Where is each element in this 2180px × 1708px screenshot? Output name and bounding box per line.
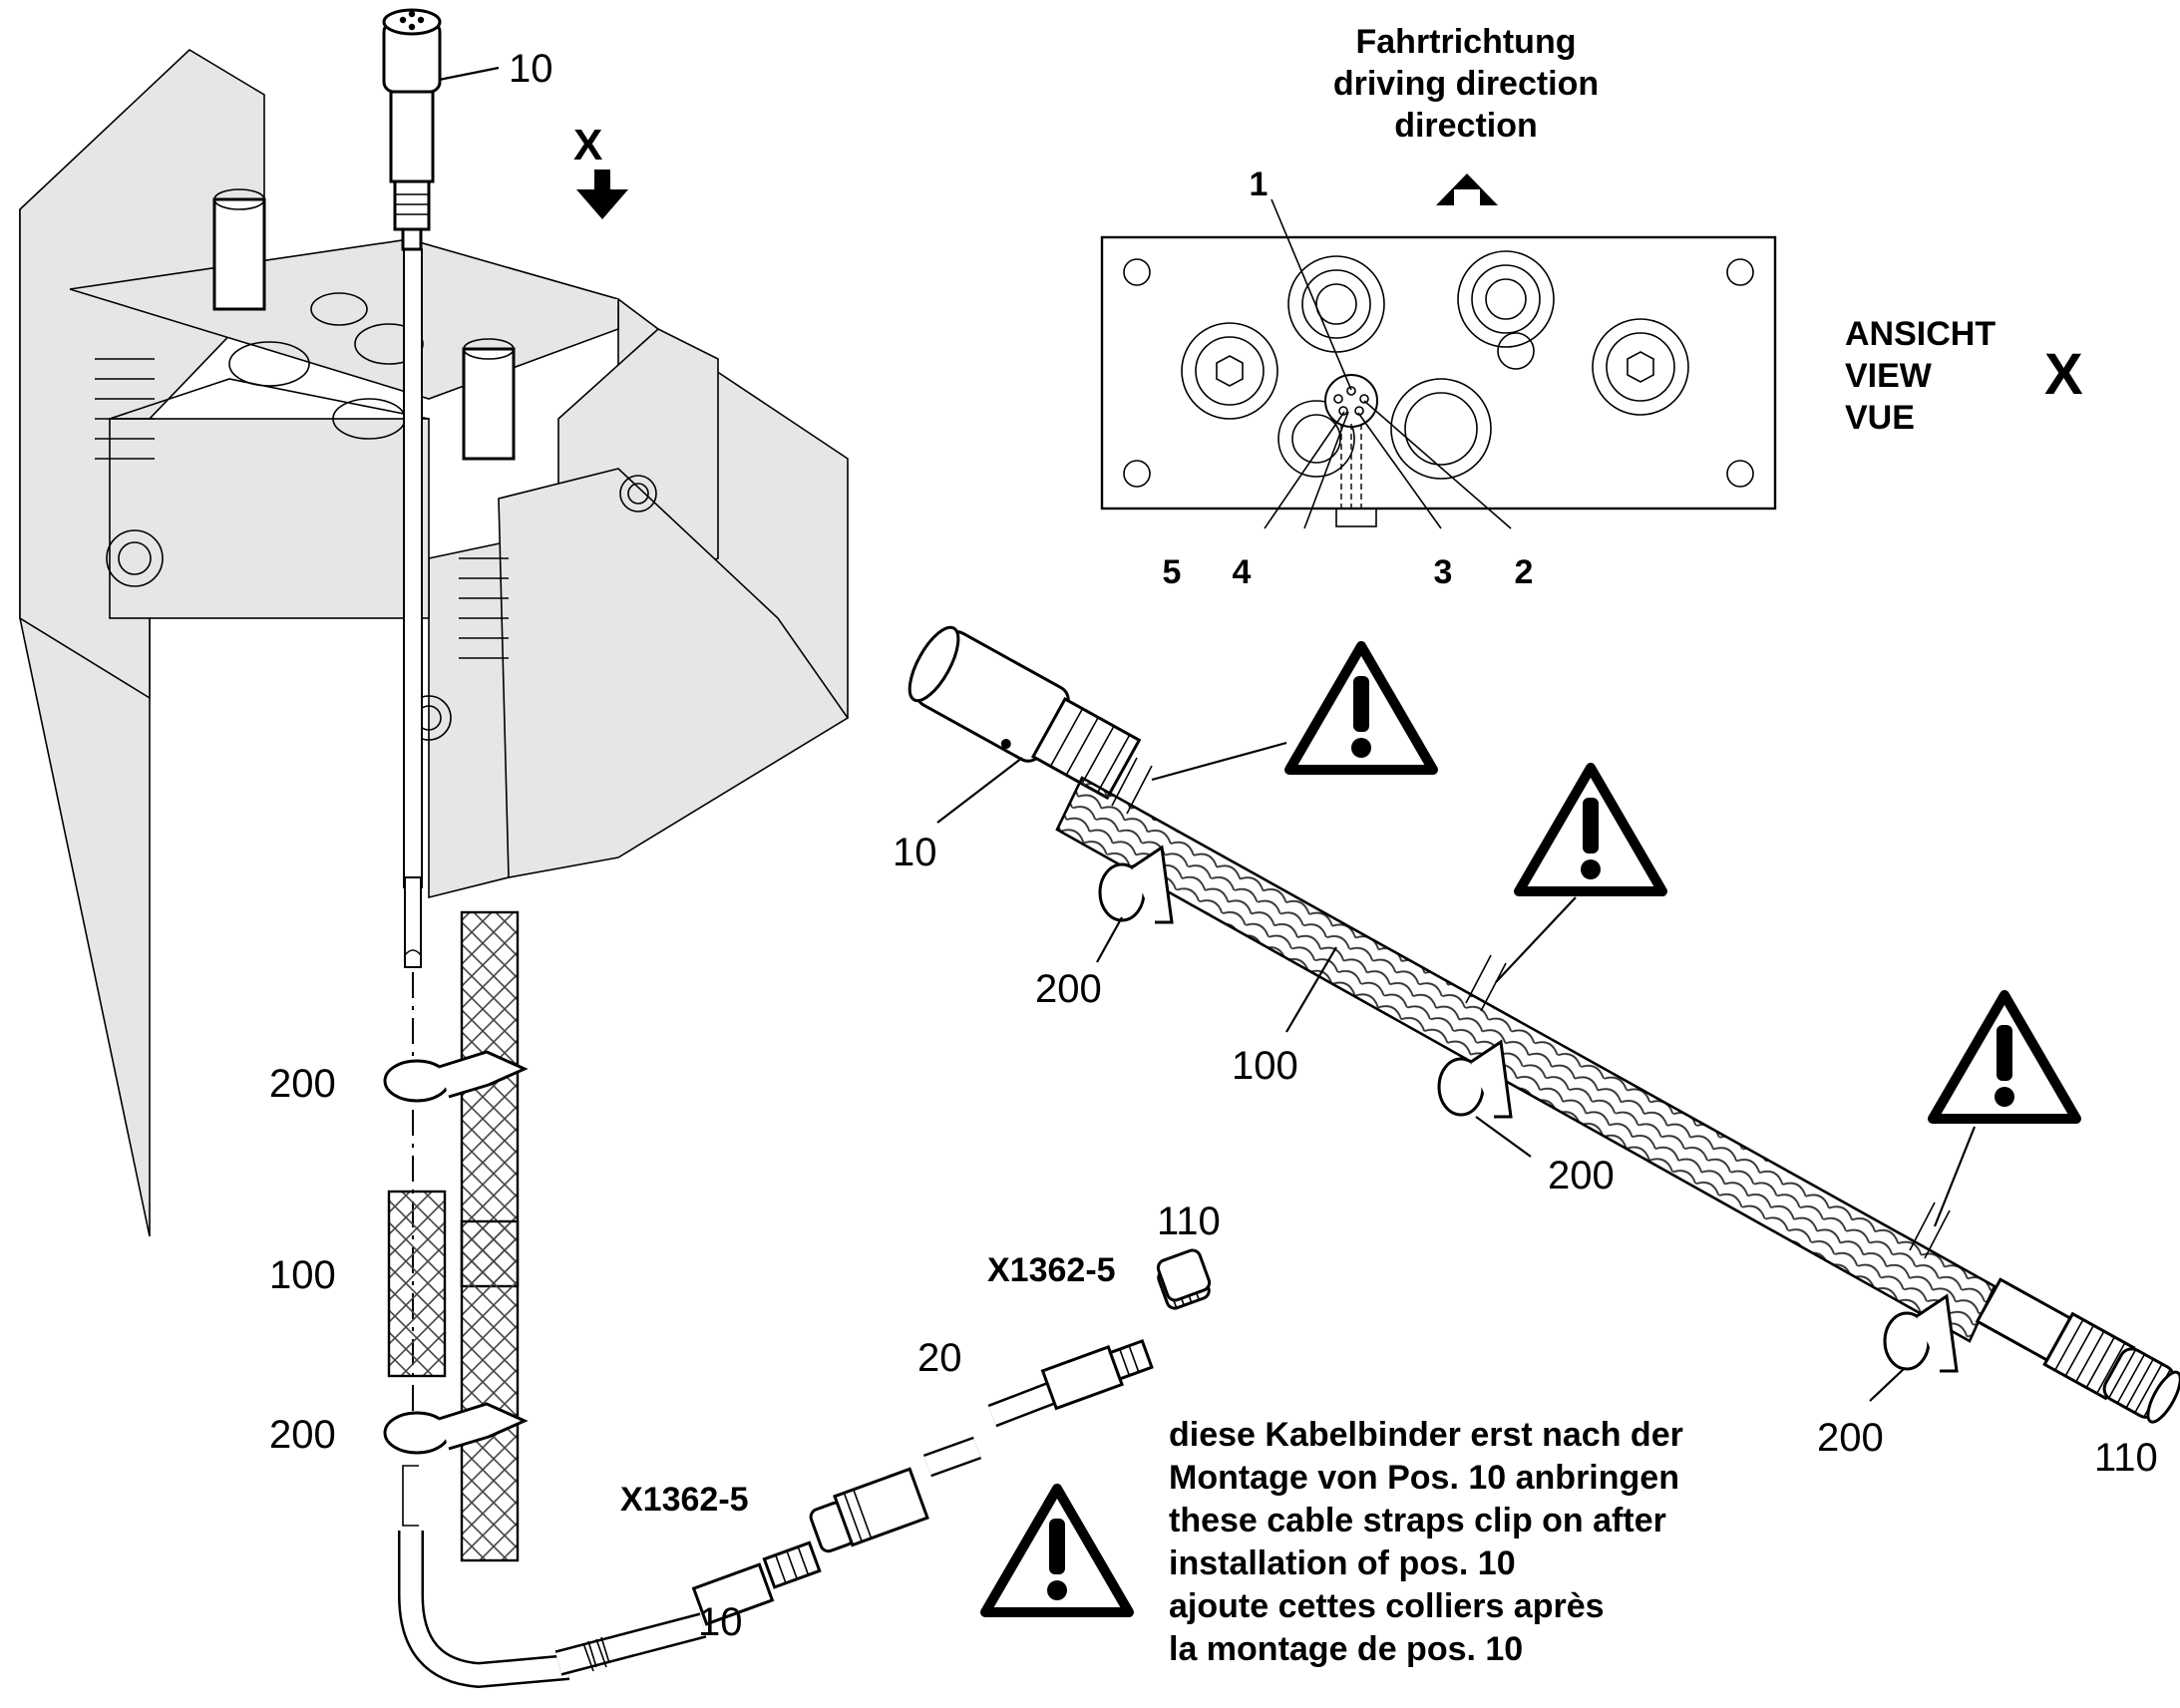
svg-text:Fahrtrichtung: Fahrtrichtung — [1356, 23, 1577, 61]
svg-text:ajoute cettes colliers après: ajoute cettes colliers après — [1169, 1587, 1605, 1625]
direction-heading: Fahrtrichtung driving direction directio… — [1333, 23, 1599, 145]
svg-text:200: 200 — [1548, 1154, 1615, 1197]
installation-note: diese Kabelbinder erst nach der Montage … — [1169, 1416, 1683, 1668]
svg-text:direction: direction — [1394, 107, 1538, 145]
svg-text:100: 100 — [1232, 1044, 1298, 1088]
svg-text:ANSICHT: ANSICHT — [1845, 315, 1996, 353]
connector-id-left: X1362-5 — [620, 1481, 749, 1519]
view-x-plate — [1100, 198, 1777, 529]
svg-text:200: 200 — [1817, 1416, 1884, 1460]
warning-triangle-icon — [1933, 995, 2076, 1119]
harness-cable — [908, 625, 2180, 1424]
section-x-letter: X — [573, 121, 602, 170]
svg-text:installation of pos. 10: installation of pos. 10 — [1169, 1544, 1516, 1582]
svg-text:100: 100 — [269, 1253, 336, 1297]
arrow-up-icon — [1436, 173, 1498, 205]
svg-text:20: 20 — [917, 1336, 962, 1380]
svg-text:2: 2 — [1515, 553, 1534, 591]
warning-triangle-icon — [1289, 646, 1433, 770]
view-label: ANSICHT VIEW VUE X — [1845, 315, 2083, 437]
svg-text:3: 3 — [1434, 553, 1453, 591]
svg-text:10: 10 — [893, 831, 937, 874]
svg-text:these cable straps clip on aft: these cable straps clip on after — [1169, 1502, 1666, 1539]
bottom-cable-assembly — [554, 1258, 1211, 1676]
svg-text:VIEW: VIEW — [1845, 357, 1933, 395]
svg-text:200: 200 — [1035, 967, 1102, 1011]
sensor-connector-top — [382, 8, 442, 251]
callout-numbers: 10 200 100 200 10 20 110 10 200 100 200 … — [269, 47, 2158, 1644]
svg-text:Montage von Pos. 10 anbringen: Montage von Pos. 10 anbringen — [1169, 1459, 1679, 1497]
cap-110-small — [1156, 1248, 1212, 1302]
pin-labels: 1 2 3 4 5 — [1163, 166, 1534, 591]
svg-text:10: 10 — [698, 1600, 743, 1644]
svg-text:X: X — [2044, 342, 2083, 407]
svg-text:diese Kabelbinder erst nach de: diese Kabelbinder erst nach der — [1169, 1416, 1683, 1454]
bracket-housing — [19, 49, 850, 1237]
leader-lines — [936, 757, 1906, 1402]
svg-text:1: 1 — [1250, 166, 1269, 203]
svg-text:200: 200 — [269, 1062, 336, 1106]
warning-triangle-icon — [1519, 768, 1662, 891]
warning-triangle-icon — [985, 1489, 1129, 1612]
svg-text:VUE: VUE — [1845, 399, 1915, 437]
svg-text:110: 110 — [2094, 1436, 2158, 1480]
left-cable-column — [383, 876, 570, 1689]
svg-text:4: 4 — [1233, 553, 1252, 591]
svg-text:10: 10 — [509, 47, 553, 91]
svg-text:200: 200 — [269, 1413, 336, 1457]
arrow-down-icon — [576, 170, 628, 219]
connector-id-right: X1362-5 — [987, 1251, 1116, 1289]
svg-text:5: 5 — [1163, 553, 1182, 591]
svg-text:driving direction: driving direction — [1333, 65, 1599, 103]
svg-text:110: 110 — [1157, 1199, 1221, 1243]
svg-text:la montage de pos. 10: la montage de pos. 10 — [1169, 1630, 1523, 1668]
